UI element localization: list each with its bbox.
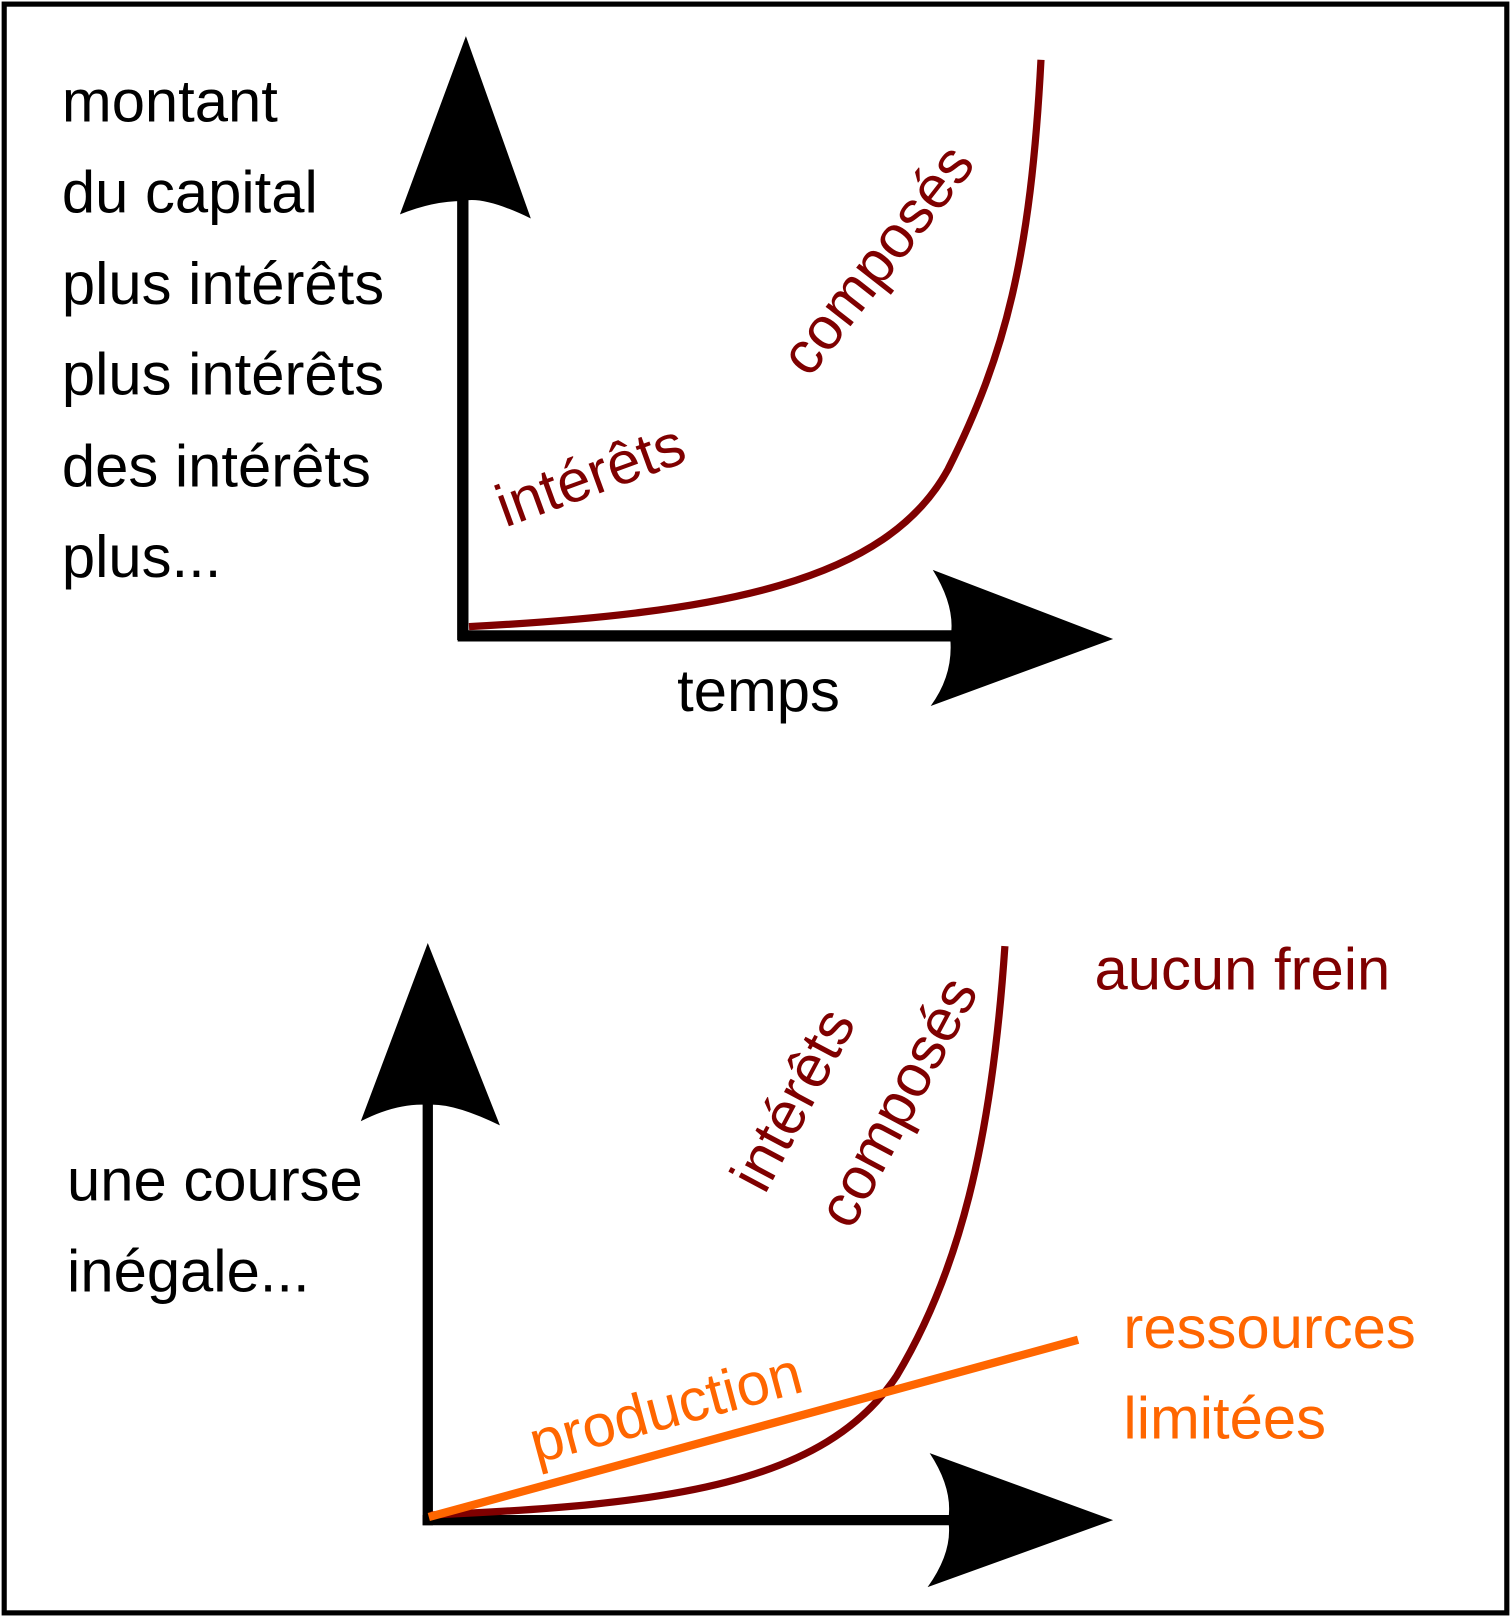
top-compound-curve bbox=[468, 59, 1045, 631]
bottom-compound-curve bbox=[430, 945, 1009, 1519]
y-label-line: du capital bbox=[62, 158, 318, 225]
bottom-y-arrowhead-icon bbox=[360, 942, 500, 1126]
production-line bbox=[427, 1335, 1080, 1522]
line-annotation-line: limitées bbox=[1123, 1385, 1326, 1452]
top-y-arrowhead-icon bbox=[399, 36, 531, 219]
top-x-label: temps bbox=[677, 657, 840, 724]
curve-annotation: aucun frein bbox=[1095, 935, 1391, 1002]
y-label-line: plus intérêts bbox=[62, 341, 384, 408]
line-annotation-line: ressources bbox=[1123, 1294, 1415, 1361]
bottom-left-text-line: une course bbox=[67, 1147, 363, 1214]
bottom-left-text-line: inégale... bbox=[67, 1237, 310, 1304]
y-label-line: plus intérêts bbox=[62, 250, 384, 317]
y-label-line: des intérêts bbox=[62, 432, 371, 499]
top-x-arrowhead-icon bbox=[930, 569, 1114, 706]
top-y-label: montant du capital plus intérêts plus in… bbox=[62, 68, 384, 591]
bottom-x-arrowhead-icon bbox=[927, 1453, 1114, 1588]
y-label-line: montant bbox=[62, 68, 278, 135]
y-label-line: plus... bbox=[62, 523, 221, 590]
